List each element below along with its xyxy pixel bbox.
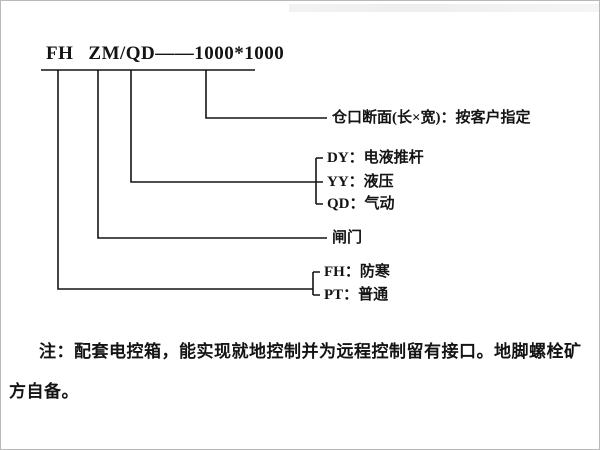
model-dash: —— [155, 43, 195, 64]
scan-artifact [289, 4, 599, 12]
callout-section-size: 仓口断面(长×宽)：按客户指定 [332, 110, 531, 126]
model-gate-code: ZM/QD [88, 43, 156, 64]
note-line-1: 注：配套电控箱，能实现就地控制并为远程控制留有接口。地脚螺栓矿 [39, 342, 582, 361]
note-line-2: 方自备。 [9, 382, 79, 401]
model-series-code: FH [46, 43, 74, 64]
drive-option-dy: DY：电液推杆 [327, 150, 424, 166]
model-size-code: 1000*1000 [194, 43, 285, 64]
callout-gate: 闸门 [332, 230, 363, 246]
model-code: FH ZM/QD——1000*1000 [46, 43, 284, 65]
type-option-pt: PT：普通 [324, 287, 389, 303]
type-option-fh: FH：防寒 [324, 264, 390, 280]
drive-option-qd: QD：气动 [327, 196, 395, 212]
drive-option-yy: YY：液压 [327, 174, 394, 190]
